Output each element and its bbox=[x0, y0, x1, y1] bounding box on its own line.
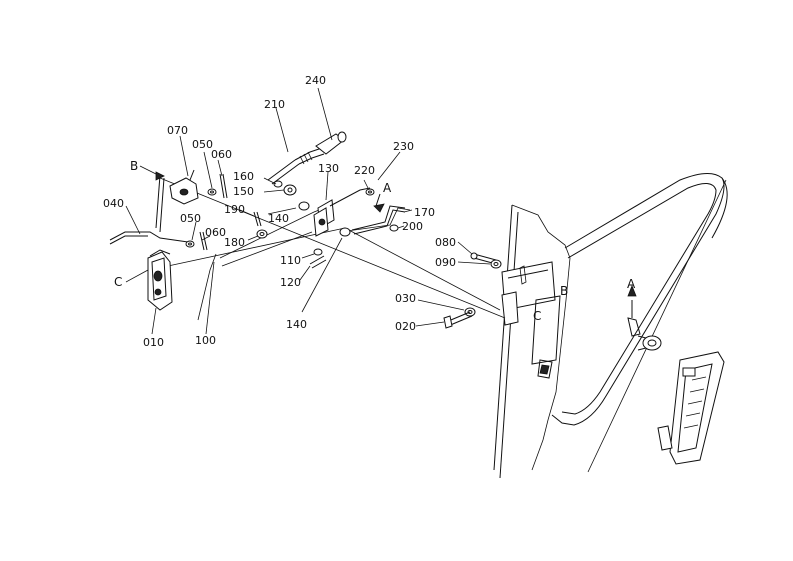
parts-050-060-lower bbox=[185, 231, 208, 251]
fasteners bbox=[443, 252, 502, 329]
part-label-200: 200 bbox=[402, 220, 423, 233]
latch-plate bbox=[501, 261, 561, 365]
part-label-080: 080 bbox=[435, 236, 456, 249]
part-label-180: 180 bbox=[224, 236, 245, 249]
bracket-130 bbox=[253, 180, 371, 269]
part-label-010: 010 bbox=[143, 336, 164, 349]
handle-210-240 bbox=[267, 131, 347, 185]
ref-label-c-right: C bbox=[533, 309, 541, 323]
interior-handle bbox=[627, 284, 725, 465]
ref-label-b-right: B bbox=[560, 284, 568, 298]
ref-label-a-mid: A bbox=[383, 181, 392, 195]
ref-label-b-left: B bbox=[130, 159, 138, 173]
bellcrank-070 bbox=[169, 169, 228, 205]
part-label-030: 030 bbox=[395, 292, 416, 305]
part-label-090: 090 bbox=[435, 256, 456, 269]
part-label-170: 170 bbox=[414, 206, 435, 219]
door-panel bbox=[493, 173, 728, 479]
part-label-240: 240 bbox=[305, 74, 326, 87]
part-label-210: 210 bbox=[264, 98, 285, 111]
ref-label-a-right: A bbox=[627, 277, 636, 291]
part-label-130: 130 bbox=[318, 162, 339, 175]
part-label-040: 040 bbox=[103, 197, 124, 210]
part-label-110: 110 bbox=[280, 254, 301, 267]
rod-170 bbox=[351, 188, 406, 235]
part-label-050-upper: 050 bbox=[192, 138, 213, 151]
part-label-160: 160 bbox=[233, 170, 254, 183]
connecting-rods bbox=[159, 177, 506, 321]
part-label-230: 230 bbox=[393, 140, 414, 153]
part-label-070: 070 bbox=[167, 124, 188, 137]
part-label-060-lower: 060 bbox=[205, 226, 226, 239]
part-label-020: 020 bbox=[395, 320, 416, 333]
part-label-140-lower: 140 bbox=[286, 318, 307, 331]
rod-040 bbox=[109, 174, 189, 245]
part-label-050-lower: 050 bbox=[180, 212, 201, 225]
latch-010 bbox=[147, 249, 173, 311]
part-label-100: 100 bbox=[195, 334, 216, 347]
part-label-140-upper: 140 bbox=[268, 212, 289, 225]
part-label-190: 190 bbox=[224, 203, 245, 216]
part-label-060-upper: 060 bbox=[211, 148, 232, 161]
part-label-150: 150 bbox=[233, 185, 254, 198]
ref-label-c-left: C bbox=[114, 275, 122, 289]
part-label-120: 120 bbox=[280, 276, 301, 289]
part-label-220: 220 bbox=[354, 164, 375, 177]
leader-lines bbox=[125, 87, 491, 335]
